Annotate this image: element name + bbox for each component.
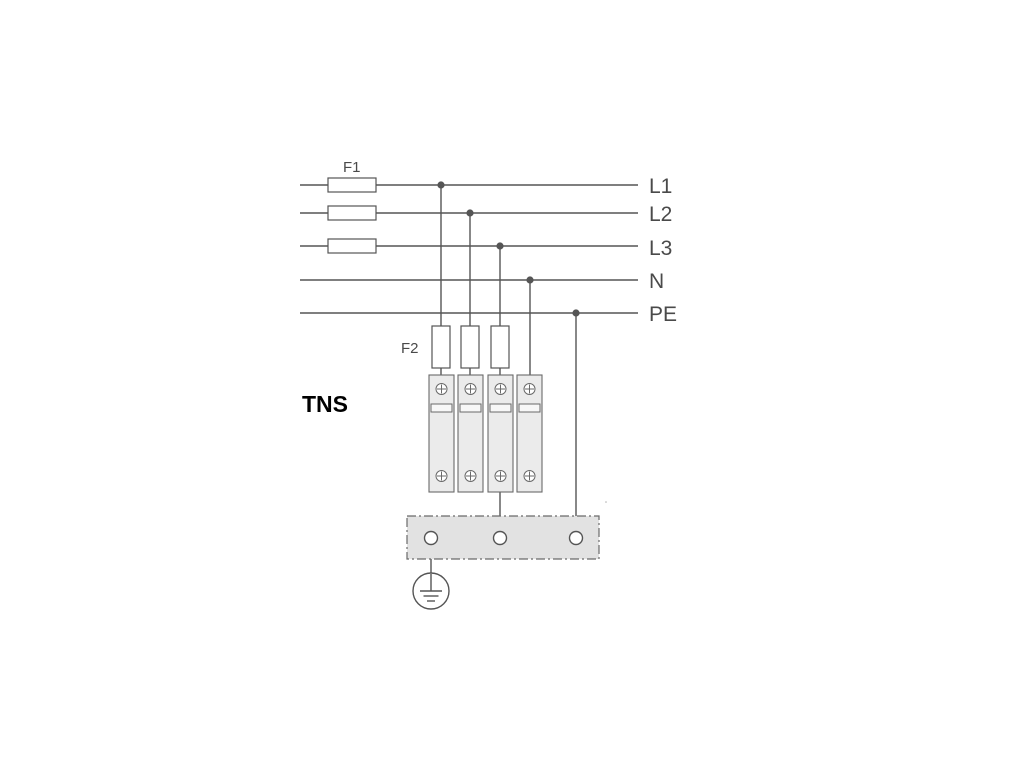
conductor-label-pe: PE: [649, 303, 677, 326]
junction-dot-pe: [572, 309, 580, 317]
junction-dot-n: [526, 276, 534, 284]
fuse-f2-l1: [431, 325, 451, 369]
spd-module-l3: [487, 374, 514, 493]
bar-terminal-pe: [568, 530, 584, 546]
upstream-fuses: [327, 177, 377, 254]
conductor-label-l2: L2: [649, 203, 672, 226]
bar-terminal-spd: [492, 530, 508, 546]
spd-module-l1: [428, 374, 455, 493]
stray-dot: [605, 501, 607, 503]
conductor-label-l1: L1: [649, 175, 672, 198]
junction-dot-l1: [437, 181, 445, 189]
conductor-label-n: N: [649, 270, 664, 293]
surge-protector: [428, 374, 543, 493]
fuse-f1-l2: [327, 205, 377, 221]
branch-fuses: [431, 325, 510, 369]
fuse-f2-l2: [460, 325, 480, 369]
fuse-f1-l3: [327, 238, 377, 254]
fuse-f1-label: F1: [343, 159, 361, 176]
spd-module-n: [516, 374, 543, 493]
system-label: TNS: [302, 391, 348, 417]
junction-dot-l2: [466, 209, 474, 217]
conductor-labels: L1 L2 L3 N PE: [649, 175, 677, 326]
conductor-label-l3: L3: [649, 237, 672, 260]
spd-module-l2: [457, 374, 484, 493]
fuse-f2-label: F2: [401, 340, 419, 357]
junctions: [437, 181, 580, 317]
fuse-f1-l1: [327, 177, 377, 193]
earth-ground-icon: [412, 572, 450, 610]
bar-terminal-earth: [423, 530, 439, 546]
junction-dot-l3: [496, 242, 504, 250]
fuse-f2-l3: [490, 325, 510, 369]
